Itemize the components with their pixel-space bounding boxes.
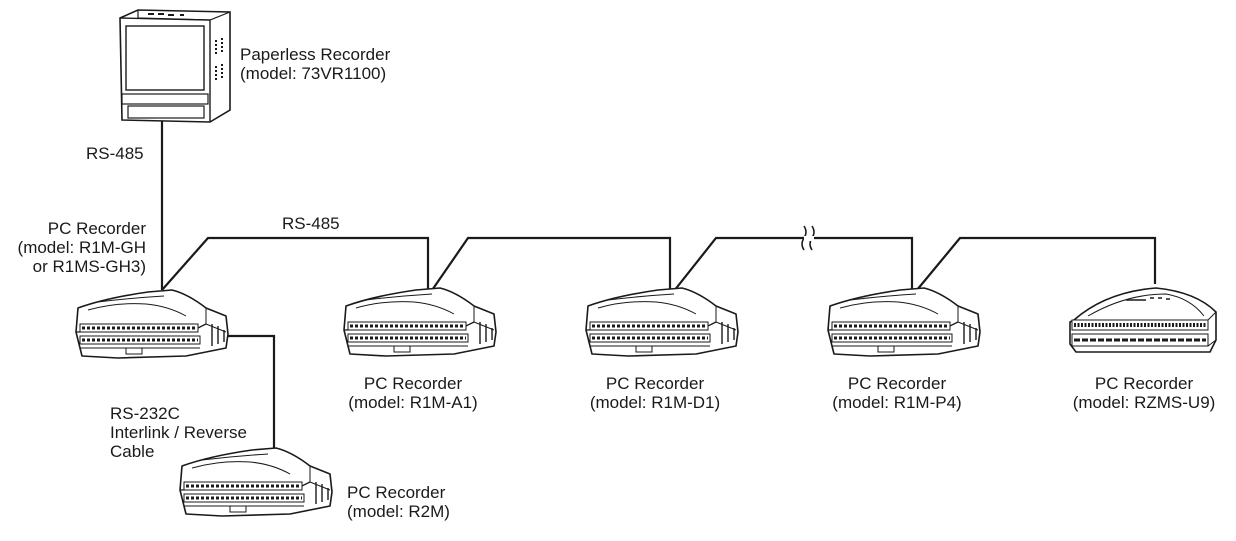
- rs232c-cable-word: Cable: [110, 442, 155, 461]
- pc-recorder-a1-icon: [342, 286, 498, 358]
- pc-recorder-gh-name: PC Recorder: [47, 219, 146, 238]
- rs232c-type: Interlink / Reverse: [110, 423, 247, 442]
- pc-recorder-d1-icon: [584, 286, 740, 358]
- pc-recorder-d1-model: (model: R1M-D1): [589, 393, 721, 412]
- paperless-recorder-label: Paperless Recorder (model: 73VR1100): [240, 45, 390, 83]
- rs485-bus-text: RS-485: [282, 214, 340, 233]
- pc-recorder-r2m-label: PC Recorder (model: R2M): [347, 483, 450, 521]
- rs485-vertical-label: RS-485: [86, 144, 144, 163]
- pc-recorder-p4-label: PC Recorder (model: R1M-P4): [824, 374, 970, 412]
- pc-recorder-d1-name: PC Recorder: [605, 374, 705, 393]
- pc-recorder-gh-model: (model: R1M-GH: [17, 238, 146, 257]
- pc-recorder-u9-name: PC Recorder: [1094, 374, 1194, 393]
- paperless-recorder-icon: [119, 9, 231, 123]
- pc-recorder-gh-model-alt: or R1MS-GH3): [32, 257, 146, 276]
- pc-recorder-r2m-model: (model: R2M): [347, 502, 450, 521]
- paperless-recorder-name: Paperless Recorder: [240, 45, 391, 64]
- pc-recorder-a1-label: PC Recorder (model: R1M-A1): [340, 374, 486, 412]
- rs485-bus-cable: [161, 236, 1157, 297]
- rs232c-cable-label: RS-232C Interlink / Reverse Cable: [110, 404, 247, 461]
- pc-recorder-p4-model: (model: R1M-P4): [832, 393, 962, 412]
- pc-recorder-d1-label: PC Recorder (model: R1M-D1): [582, 374, 728, 412]
- rs232c-cable: [222, 334, 276, 452]
- pc-recorder-r2m-name: PC Recorder: [347, 483, 446, 502]
- pc-recorder-gh-label: PC Recorder (model: R1M-GH or R1MS-GH3): [2, 219, 146, 276]
- pc-recorder-u9-icon: [1068, 286, 1218, 354]
- rs485-vertical-text: RS-485: [86, 144, 144, 163]
- pc-recorder-u9-label: PC Recorder (model: RZMS-U9): [1066, 374, 1222, 412]
- pc-recorder-a1-model: (model: R1M-A1): [348, 393, 478, 412]
- pc-recorder-p4-name: PC Recorder: [847, 374, 947, 393]
- rs485-cables: [160, 120, 1157, 452]
- paperless-recorder-model: (model: 73VR1100): [240, 64, 387, 83]
- rs485-bus-label: RS-485: [282, 214, 340, 233]
- rs232c-name: RS-232C: [110, 404, 180, 423]
- pc-recorder-a1-name: PC Recorder: [363, 374, 463, 393]
- pc-recorder-u9-model: (model: RZMS-U9): [1072, 393, 1216, 412]
- pc-recorder-p4-icon: [826, 286, 982, 358]
- pc-recorder-gh-icon: [74, 288, 230, 360]
